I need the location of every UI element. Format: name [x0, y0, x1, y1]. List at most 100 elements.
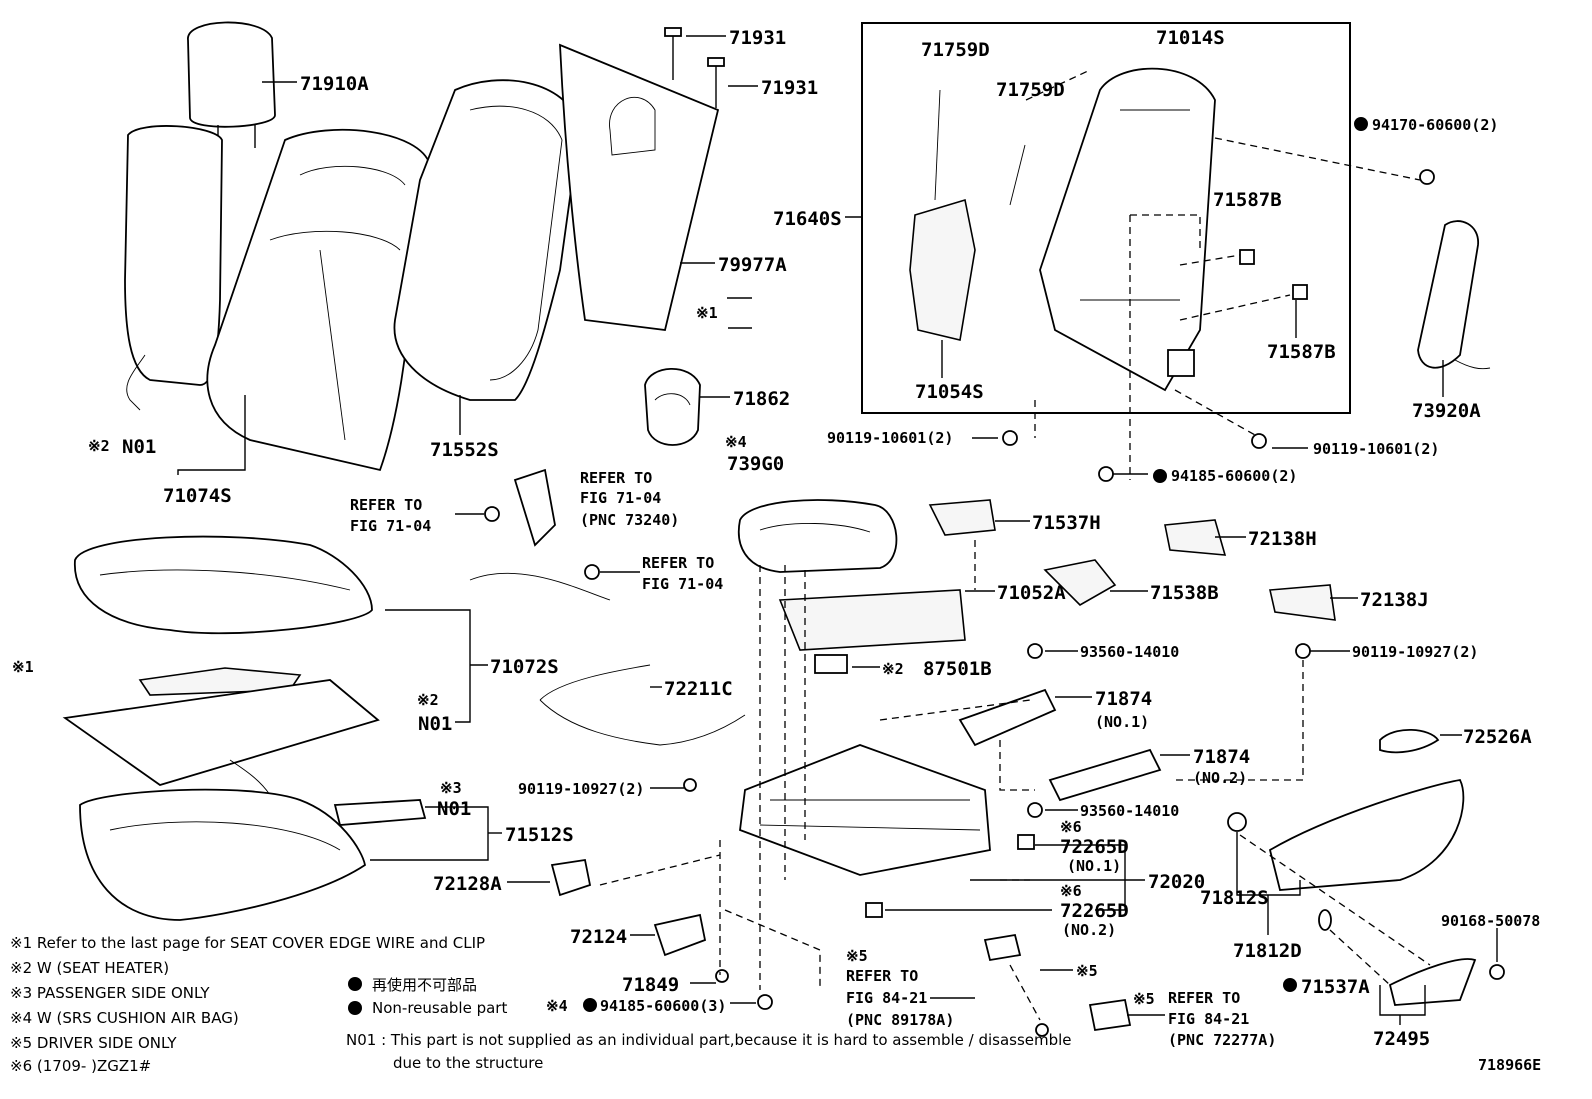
ref4-pnc: (PNC 89178A) [846, 1011, 954, 1029]
ref2-fig: FIG 71-04 [580, 489, 661, 507]
ref4-fig: FIG 84-21 [846, 989, 927, 1007]
mark-5-c: ※5 [1133, 990, 1155, 1008]
label-71759D-a: 71759D [921, 39, 990, 61]
label-71014S: 71014S [1156, 27, 1225, 49]
note-2: ※2 W (SEAT HEATER) [10, 959, 169, 977]
seatback-cover-drawing [206, 128, 431, 472]
label-94185-60600-b: 94185-60600(3) [600, 997, 726, 1015]
label-72265D-a-sub: (NO.1) [1067, 857, 1121, 875]
label-72265D-a: 72265D [1060, 836, 1129, 858]
label-72265D-b-sub: (NO.2) [1062, 921, 1116, 939]
label-72138J: 72138J [1360, 589, 1429, 611]
side-shield-73920A-drawing [1417, 220, 1491, 370]
small-parts-drawings [333, 468, 1477, 1032]
label-739G0: 739G0 [727, 453, 784, 475]
cushion-frame-drawings [739, 499, 1336, 876]
label-72138H: 72138H [1248, 528, 1317, 550]
label-71512S: 71512S [505, 824, 574, 846]
label-72020: 72020 [1148, 871, 1205, 893]
mark-1-a: ※1 [696, 304, 718, 322]
note-1: ※1 Refer to the last page for SEAT COVER… [10, 934, 485, 952]
hardware-drawings [484, 169, 1505, 1037]
label-71072S: 71072S [490, 656, 559, 678]
label-71054S: 71054S [915, 381, 984, 403]
ref4-refer-to: REFER TO [846, 967, 918, 985]
seatback-board-drawing [559, 43, 720, 331]
label-71552S: 71552S [430, 439, 499, 461]
mark-2-c: ※2 [882, 660, 904, 678]
label-71931-a: 71931 [729, 27, 786, 49]
mark-6-b: ※6 [1060, 882, 1082, 900]
legend-jp: 再使用不可部品 [372, 976, 477, 994]
label-72526A: 72526A [1463, 726, 1532, 748]
label-71587B-a: 71587B [1213, 189, 1282, 211]
label-71874-b: 71874 [1193, 746, 1250, 768]
mark-4-b: ※4 [546, 997, 568, 1015]
label-94185-60600-a: 94185-60600(2) [1171, 467, 1297, 485]
leader-lines [177, 35, 1498, 1025]
mark-5-b: ※5 [1076, 962, 1098, 980]
dashed-leader-lines [599, 69, 1431, 1021]
mark-2-a: ※2 [88, 437, 110, 455]
clips-71931-drawing [664, 27, 725, 108]
non-reusable-marks [348, 117, 1368, 1015]
label-71874-a: 71874 [1095, 688, 1152, 710]
n01-note-line2: due to the structure [393, 1054, 543, 1072]
label-71849: 71849 [622, 974, 679, 996]
label-90168-50078: 90168-50078 [1441, 912, 1540, 930]
label-73920A: 73920A [1412, 400, 1481, 422]
label-90119-10601-b: 90119-10601(2) [1313, 440, 1439, 458]
label-94170-60600: 94170-60600(2) [1372, 116, 1498, 134]
label-79977A: 79977A [718, 254, 787, 276]
label-93560-14010-a: 93560-14010 [1080, 643, 1179, 661]
label-72128A: 72128A [433, 873, 502, 895]
label-71052A: 71052A [997, 582, 1066, 604]
mark-3: ※3 [440, 779, 462, 797]
mark-4-a: ※4 [725, 433, 747, 451]
legend-en: Non-reusable part [372, 999, 507, 1017]
label-71931-b: 71931 [761, 77, 818, 99]
ref5-refer-to: REFER TO [1168, 989, 1240, 1007]
label-87501B: 87501B [923, 658, 992, 680]
ref5-fig: FIG 84-21 [1168, 1010, 1249, 1028]
ref2-refer-to: REFER TO [580, 469, 652, 487]
label-72211C: 72211C [664, 678, 733, 700]
label-N01-b: N01 [418, 713, 452, 735]
mark-6-a: ※6 [1060, 818, 1082, 836]
label-71874-a-sub: (NO.1) [1095, 713, 1149, 731]
ref2-pnc: (PNC 73240) [580, 511, 679, 529]
diagram-code: 718966E [1478, 1056, 1541, 1074]
label-71587B-b: 71587B [1267, 341, 1336, 363]
label-71874-b-sub: (NO.2) [1193, 769, 1247, 787]
label-72495: 72495 [1373, 1028, 1430, 1050]
label-71862: 71862 [733, 388, 790, 410]
seatback-pad-foam-drawing [393, 79, 581, 401]
headrest-drawing [187, 21, 276, 150]
label-N01-a: N01 [122, 436, 156, 458]
label-72265D-b: 72265D [1060, 900, 1129, 922]
label-71759D-b: 71759D [996, 79, 1065, 101]
label-71538B: 71538B [1150, 582, 1219, 604]
frame-box-drawings [909, 67, 1308, 392]
ref5-pnc: (PNC 72277A) [1168, 1031, 1276, 1049]
bezel-71862-drawing [644, 367, 701, 446]
note-5: ※5 DRIVER SIDE ONLY [10, 1034, 177, 1052]
label-72124: 72124 [570, 926, 627, 948]
ref1-fig: FIG 71-04 [350, 517, 431, 535]
note-4: ※4 W (SRS CUSHION AIR BAG) [10, 1009, 239, 1027]
label-90119-10927-b: 90119-10927(2) [518, 780, 644, 798]
cushion-pad-drawing [79, 788, 367, 921]
cushion-airbag-drawing [737, 499, 898, 573]
seatback-frame-box [861, 22, 1351, 414]
ref1-refer-to: REFER TO [350, 496, 422, 514]
label-71812D: 71812D [1233, 940, 1302, 962]
mark-5-a: ※5 [846, 947, 868, 965]
note-6: ※6 (1709- )ZGZ1# [10, 1057, 151, 1075]
label-93560-14010-b: 93560-14010 [1080, 802, 1179, 820]
mark-1-b: ※1 [12, 658, 34, 676]
label-71537H: 71537H [1032, 512, 1101, 534]
ref3-refer-to: REFER TO [642, 554, 714, 572]
label-90119-10927-a: 90119-10927(2) [1352, 643, 1478, 661]
label-71074S: 71074S [163, 485, 232, 507]
